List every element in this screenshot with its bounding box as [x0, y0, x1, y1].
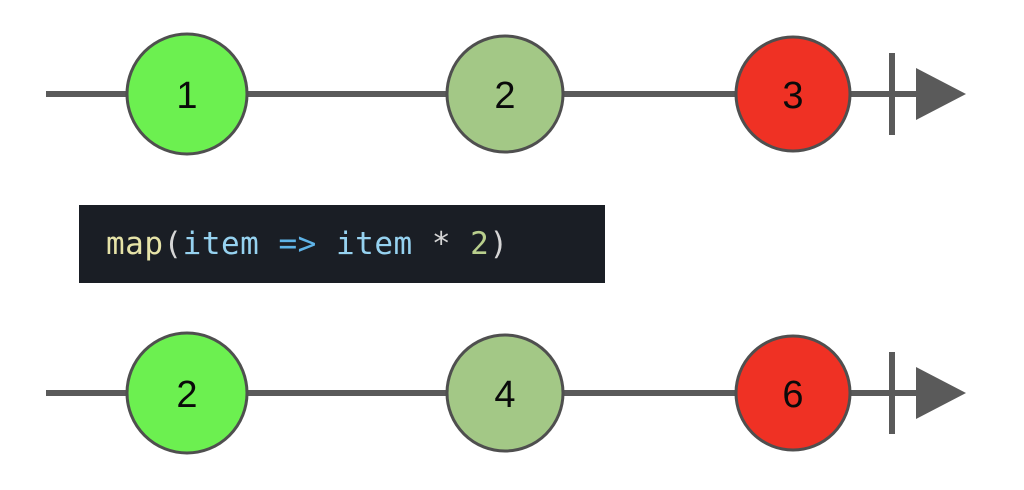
marble-circle[interactable]	[445, 34, 565, 154]
marble-value: 1	[176, 75, 197, 117]
operator-code-line: map(item => item * 2)	[106, 225, 509, 262]
code-token-space	[259, 226, 278, 262]
code-token-parameter: item	[182, 225, 260, 262]
source-marble-2[interactable]: 2	[445, 34, 565, 154]
code-token-punctuation: (	[163, 225, 183, 262]
result-marble-2[interactable]: 4	[445, 333, 565, 453]
result-arrow-head	[916, 367, 966, 419]
source-arrow-head	[916, 68, 966, 120]
code-token-punctuation: )	[489, 225, 509, 262]
marble-circle[interactable]	[734, 35, 852, 153]
code-token-space	[451, 226, 470, 262]
marble-value: 6	[782, 374, 803, 416]
result-marble-1[interactable]: 2	[125, 331, 249, 455]
marble-circle[interactable]	[125, 331, 249, 455]
result-marble-3[interactable]: 6	[734, 334, 852, 452]
marble-circle[interactable]	[734, 334, 852, 452]
marble-value: 2	[176, 374, 197, 416]
code-token-function: map	[106, 225, 164, 262]
code-token-space	[317, 226, 336, 262]
code-token-number: 2	[470, 225, 490, 262]
source-timeline: 1 2 3	[46, 32, 966, 156]
marble-circle[interactable]	[125, 32, 249, 156]
code-token-arrow: =>	[278, 225, 317, 262]
code-token-space	[413, 226, 432, 262]
code-token-parameter: item	[336, 225, 413, 262]
source-marble-3[interactable]: 3	[734, 35, 852, 153]
marble-value: 2	[494, 75, 515, 117]
source-marble-1[interactable]: 1	[125, 32, 249, 156]
marble-circle[interactable]	[445, 333, 565, 453]
code-token-operator: *	[431, 225, 451, 262]
marble-value: 4	[494, 374, 515, 416]
result-timeline: 2 4 6	[46, 331, 966, 455]
operator-code-box: map(item => item * 2)	[79, 205, 605, 283]
marble-value: 3	[782, 75, 803, 117]
